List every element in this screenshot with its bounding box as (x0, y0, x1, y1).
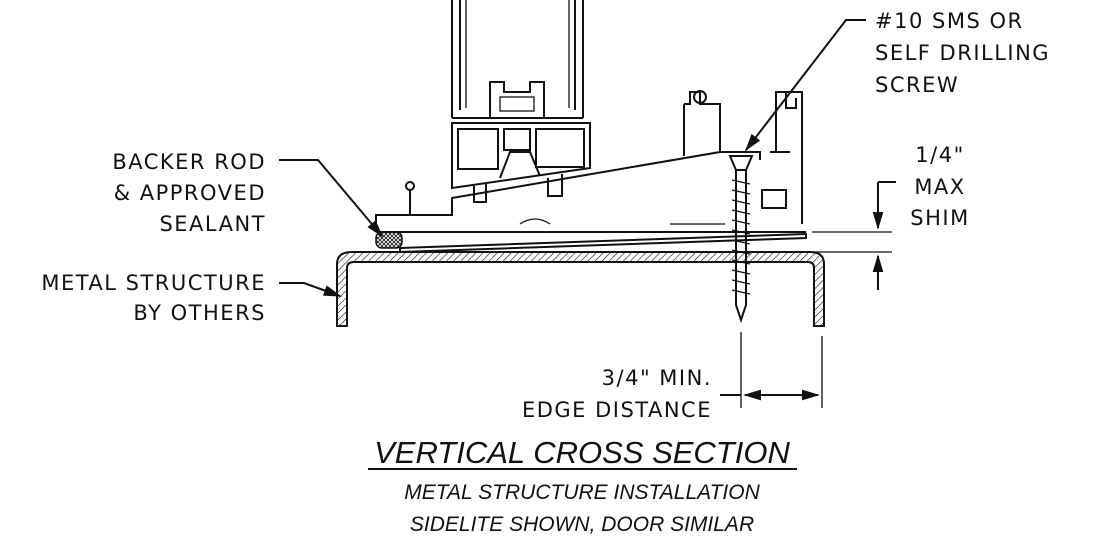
leader-lines (279, 19, 866, 297)
backer-rod-note-line-1: BACKER ROD (112, 150, 266, 174)
screw (728, 155, 754, 324)
backer-rod-note-line-3: SEALANT (159, 212, 266, 236)
metal-structure-note-line-2: BY OTHERS (133, 301, 266, 325)
shim-note-line-2: MAX (914, 175, 965, 199)
callout-backer-rod: BACKER ROD & APPROVED SEALANT (112, 150, 266, 236)
bottom-rail-extrusion (451, 81, 591, 203)
shim-note-line-3: SHIM (910, 206, 969, 230)
callout-shim: 1/4" MAX SHIM (910, 143, 969, 230)
sill-frame (375, 90, 806, 233)
sidelite-stile (451, 0, 584, 119)
title-block: VERTICAL CROSS SECTION METAL STRUCTURE I… (368, 435, 797, 536)
metal-structure-channel (336, 251, 825, 327)
edge-distance-note-line-2: EDGE DISTANCE (522, 398, 712, 422)
screw-note-line-1: #10 SMS OR (875, 9, 1024, 33)
screw-note-line-2: SELF DRILLING (875, 41, 1050, 65)
metal-structure-note-line-1: METAL STRUCTURE (41, 271, 266, 295)
edge-distance-dimension (720, 332, 823, 408)
backer-rod-note-line-2: & APPROVED (114, 181, 266, 205)
drawing-subtitle-2: SIDELITE SHOWN, DOOR SIMILAR (410, 513, 754, 536)
callout-screw: #10 SMS OR SELF DRILLING SCREW (875, 9, 1050, 97)
drawing-subtitle-1: METAL STRUCTURE INSTALLATION (404, 481, 760, 504)
callout-edge-distance: 3/4" MIN. EDGE DISTANCE (522, 366, 712, 422)
callout-metal-structure: METAL STRUCTURE BY OTHERS (41, 271, 266, 325)
drawing-title: VERTICAL CROSS SECTION (374, 435, 790, 470)
shim (399, 232, 807, 254)
screw-note-line-3: SCREW (875, 73, 959, 97)
shim-dimension (812, 181, 896, 290)
shim-note-line-1: 1/4" (915, 143, 964, 167)
edge-distance-note-line-1: 3/4" MIN. (602, 366, 712, 390)
